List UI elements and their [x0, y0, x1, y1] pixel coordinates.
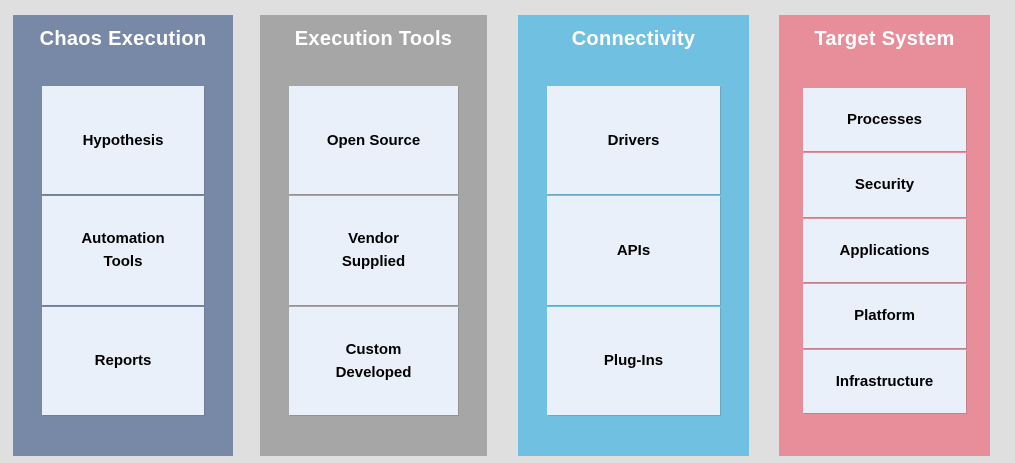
column-target-system: Target System Processes Security Applica…	[779, 15, 990, 456]
column-title-connectivity: Connectivity	[571, 28, 696, 50]
box-security: Security	[803, 153, 966, 217]
box-stack-chaos-execution: Hypothesis Automation Tools Reports	[42, 86, 204, 415]
column-title-execution-tools: Execution Tools	[294, 28, 453, 50]
column-chaos-execution: Chaos Execution Hypothesis Automation To…	[13, 15, 233, 456]
box-platform: Platform	[803, 284, 966, 348]
box-apis: APIs	[547, 196, 720, 305]
box-open-source: Open Source	[289, 86, 458, 195]
box-reports: Reports	[42, 306, 204, 415]
box-stack-target-system: Processes Security Applications Platform…	[803, 88, 966, 414]
column-execution-tools: Execution Tools Open Source Vendor Suppl…	[260, 15, 487, 456]
box-hypothesis: Hypothesis	[42, 86, 204, 195]
box-vendor-supplied: Vendor Supplied	[289, 196, 458, 305]
box-drivers: Drivers	[547, 86, 720, 195]
column-title-target-system: Target System	[814, 28, 955, 50]
box-custom-developed: Custom Developed	[289, 306, 458, 415]
box-stack-execution-tools: Open Source Vendor Supplied Custom Devel…	[289, 86, 458, 415]
column-connectivity: Connectivity Drivers APIs Plug-Ins	[518, 15, 749, 456]
box-infrastructure: Infrastructure	[803, 349, 966, 414]
box-processes: Processes	[803, 88, 966, 152]
box-automation-tools: Automation Tools	[42, 196, 204, 305]
column-title-chaos-execution: Chaos Execution	[39, 28, 207, 50]
box-plug-ins: Plug-Ins	[547, 306, 720, 415]
box-applications: Applications	[803, 218, 966, 283]
box-stack-connectivity: Drivers APIs Plug-Ins	[547, 86, 720, 415]
